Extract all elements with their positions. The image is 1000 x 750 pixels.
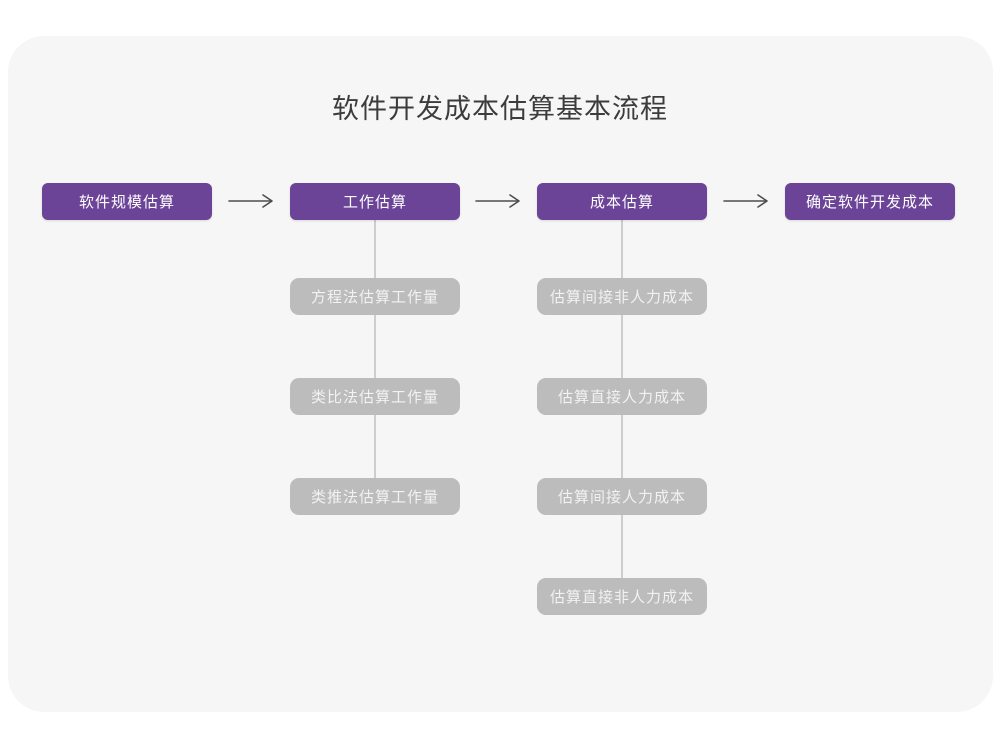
node-cost-estimation: 成本估算 xyxy=(537,183,707,220)
subnode-direct-labor-cost: 估算直接人力成本 xyxy=(537,378,707,415)
diagram-card-background xyxy=(8,36,993,712)
node-work-estimation: 工作估算 xyxy=(290,183,460,220)
node-determine-software-dev-cost: 确定软件开发成本 xyxy=(785,183,955,220)
connector-line-work-estimation xyxy=(374,220,376,478)
subnode-equation-method-workload: 方程法估算工作量 xyxy=(290,278,460,315)
node-software-size-estimation: 软件规模估算 xyxy=(42,183,212,220)
subnode-indirect-non-labor-cost: 估算间接非人力成本 xyxy=(537,278,707,315)
subnode-extrapolation-method-workload: 类推法估算工作量 xyxy=(290,478,460,515)
arrow-right-icon xyxy=(227,192,275,210)
diagram-title: 软件开发成本估算基本流程 xyxy=(332,94,668,124)
arrow-right-icon xyxy=(474,192,522,210)
subnode-indirect-labor-cost: 估算间接人力成本 xyxy=(537,478,707,515)
arrow-right-icon xyxy=(722,192,770,210)
subnode-direct-non-labor-cost: 估算直接非人力成本 xyxy=(537,578,707,615)
subnode-analogy-method-workload: 类比法估算工作量 xyxy=(290,378,460,415)
